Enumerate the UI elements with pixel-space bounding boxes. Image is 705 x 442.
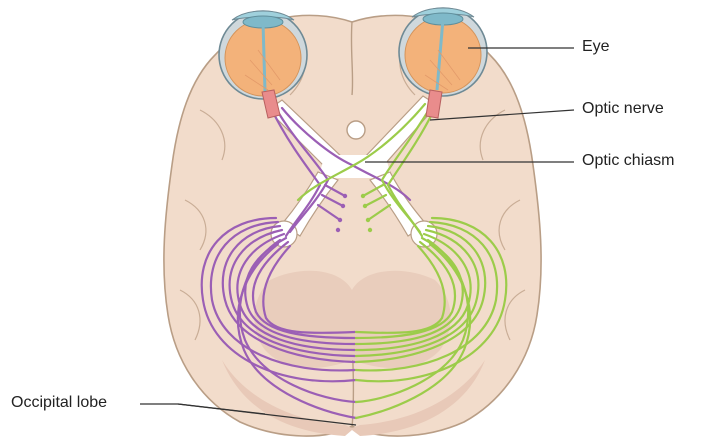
eye-right: [398, 7, 488, 119]
label-optic-chiasm: Optic chiasm: [582, 152, 675, 169]
right-visual-fibers: [296, 102, 508, 420]
eye-left: [218, 10, 308, 119]
label-optic-nerve: Optic nerve: [582, 100, 664, 117]
leader-optic-nerve: [429, 109, 575, 121]
leader-lines: [140, 47, 575, 426]
longitudinal-fissure: [350, 21, 354, 96]
gyrus-line: [199, 109, 226, 161]
brain: [163, 14, 542, 437]
gyrus-line: [498, 199, 521, 251]
label-eye: Eye: [582, 38, 610, 55]
gyrus-line: [504, 289, 526, 341]
pituitary-stalk: [346, 120, 366, 140]
brainstem-region: [254, 270, 451, 369]
gyrus-line: [179, 289, 201, 341]
gyrus-line: [184, 199, 207, 251]
left-visual-fibers: [200, 106, 412, 420]
leader-occipital-c: [177, 403, 357, 426]
gyrus-line: [479, 109, 506, 161]
label-occipital-lobe: Occipital lobe: [11, 394, 108, 411]
